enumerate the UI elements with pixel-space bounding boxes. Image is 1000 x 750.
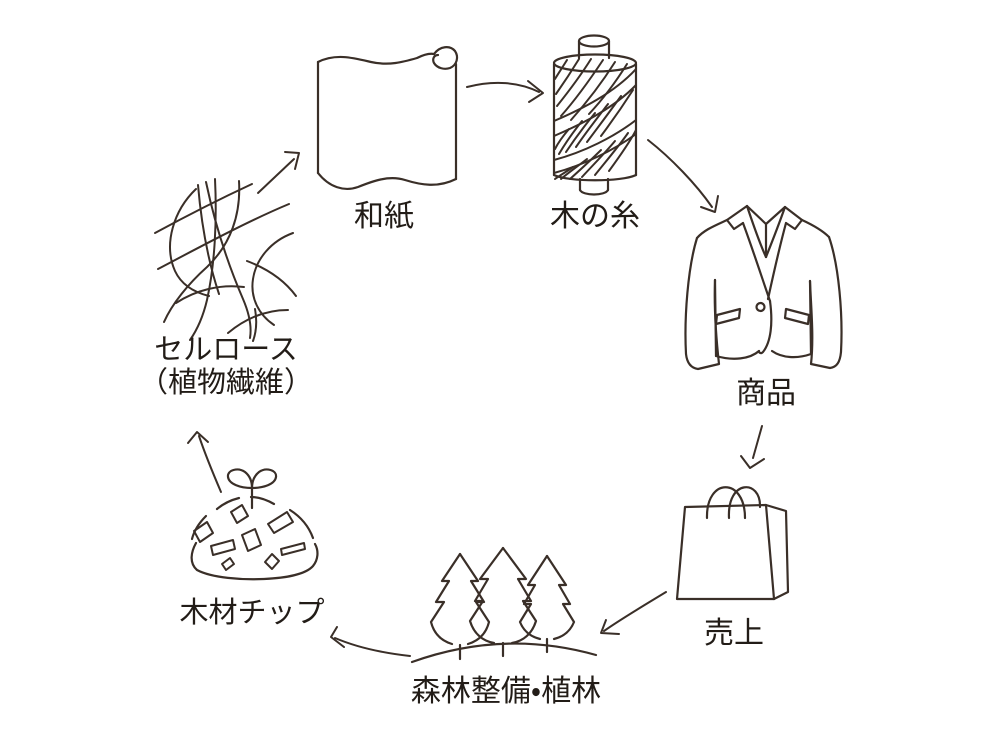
label-forest: 森林整備・植林 [411, 675, 601, 708]
thread-spool-icon [552, 34, 638, 196]
label-thread: 木の糸 [550, 200, 640, 233]
arrow-cellulose-to-washi [257, 151, 300, 194]
wood-chips-icon [190, 468, 319, 581]
paper-scroll-icon [316, 46, 459, 190]
label-sales: 売上 [704, 617, 764, 650]
arrow-thread-to-product [647, 139, 719, 213]
pine-trees-icon [410, 546, 598, 664]
label-chips: 木材チップ [179, 596, 324, 629]
label-product: 商品 [736, 377, 796, 410]
sprout-icon [226, 468, 278, 510]
arrow-forest-to-chips [330, 626, 411, 657]
arrow-washi-to-thread [466, 80, 544, 103]
label-washi: 和紙 [354, 200, 414, 233]
jacket-button [755, 301, 766, 313]
arrow-sales-to-forest [600, 591, 667, 635]
label-cellulose: セルロース [154, 334, 298, 366]
arrow-product-to-sales [740, 425, 765, 469]
jacket-icon [684, 204, 843, 371]
jacket-left-pocket [714, 307, 742, 326]
arrow-chips-to-cellulose [187, 431, 222, 493]
ground-arc [410, 642, 598, 664]
shopping-bag-icon [675, 486, 790, 601]
label-cellulose-sub: （植物繊維） [139, 366, 313, 399]
jacket-right-pocket [783, 307, 811, 326]
fiber-tangle-icon [154, 178, 297, 342]
